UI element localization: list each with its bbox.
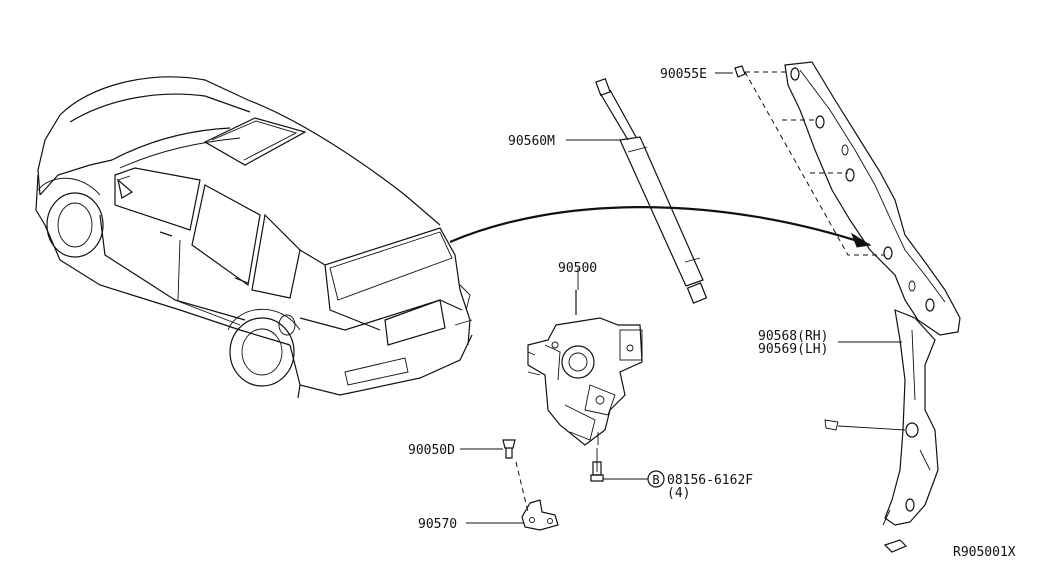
bolt-drawing	[590, 448, 604, 482]
gas-stay-drawing	[595, 77, 708, 304]
vehicle-illustration	[35, 76, 473, 399]
bolt-code: B	[652, 473, 659, 487]
part-label-striker: 90570	[418, 517, 457, 532]
part-label-trim-lh: 90569(LH)	[758, 342, 828, 357]
part-label-closure-actuator: 90500	[558, 261, 597, 276]
part-label-gas-stay: 90560M	[508, 134, 555, 149]
clip-drawing	[734, 65, 746, 78]
part-label-bolt-qty: (4)	[667, 486, 690, 501]
striker-drawing	[521, 499, 559, 531]
part-label-bumper: 90050D	[408, 443, 455, 458]
bumper-drawing	[502, 439, 529, 513]
diagram-code: R905001X	[953, 545, 1016, 560]
part-label-trim-rh: 90568(RH)	[758, 329, 828, 344]
leader-lines	[460, 72, 902, 524]
part-label-rear-clip: 90055E	[660, 67, 707, 82]
trim-panel-drawing	[744, 61, 961, 553]
bolt-code-badge: B	[647, 470, 665, 488]
closure-actuator-drawing	[527, 290, 643, 446]
part-label-bolt: 08156-6162F	[667, 473, 753, 488]
